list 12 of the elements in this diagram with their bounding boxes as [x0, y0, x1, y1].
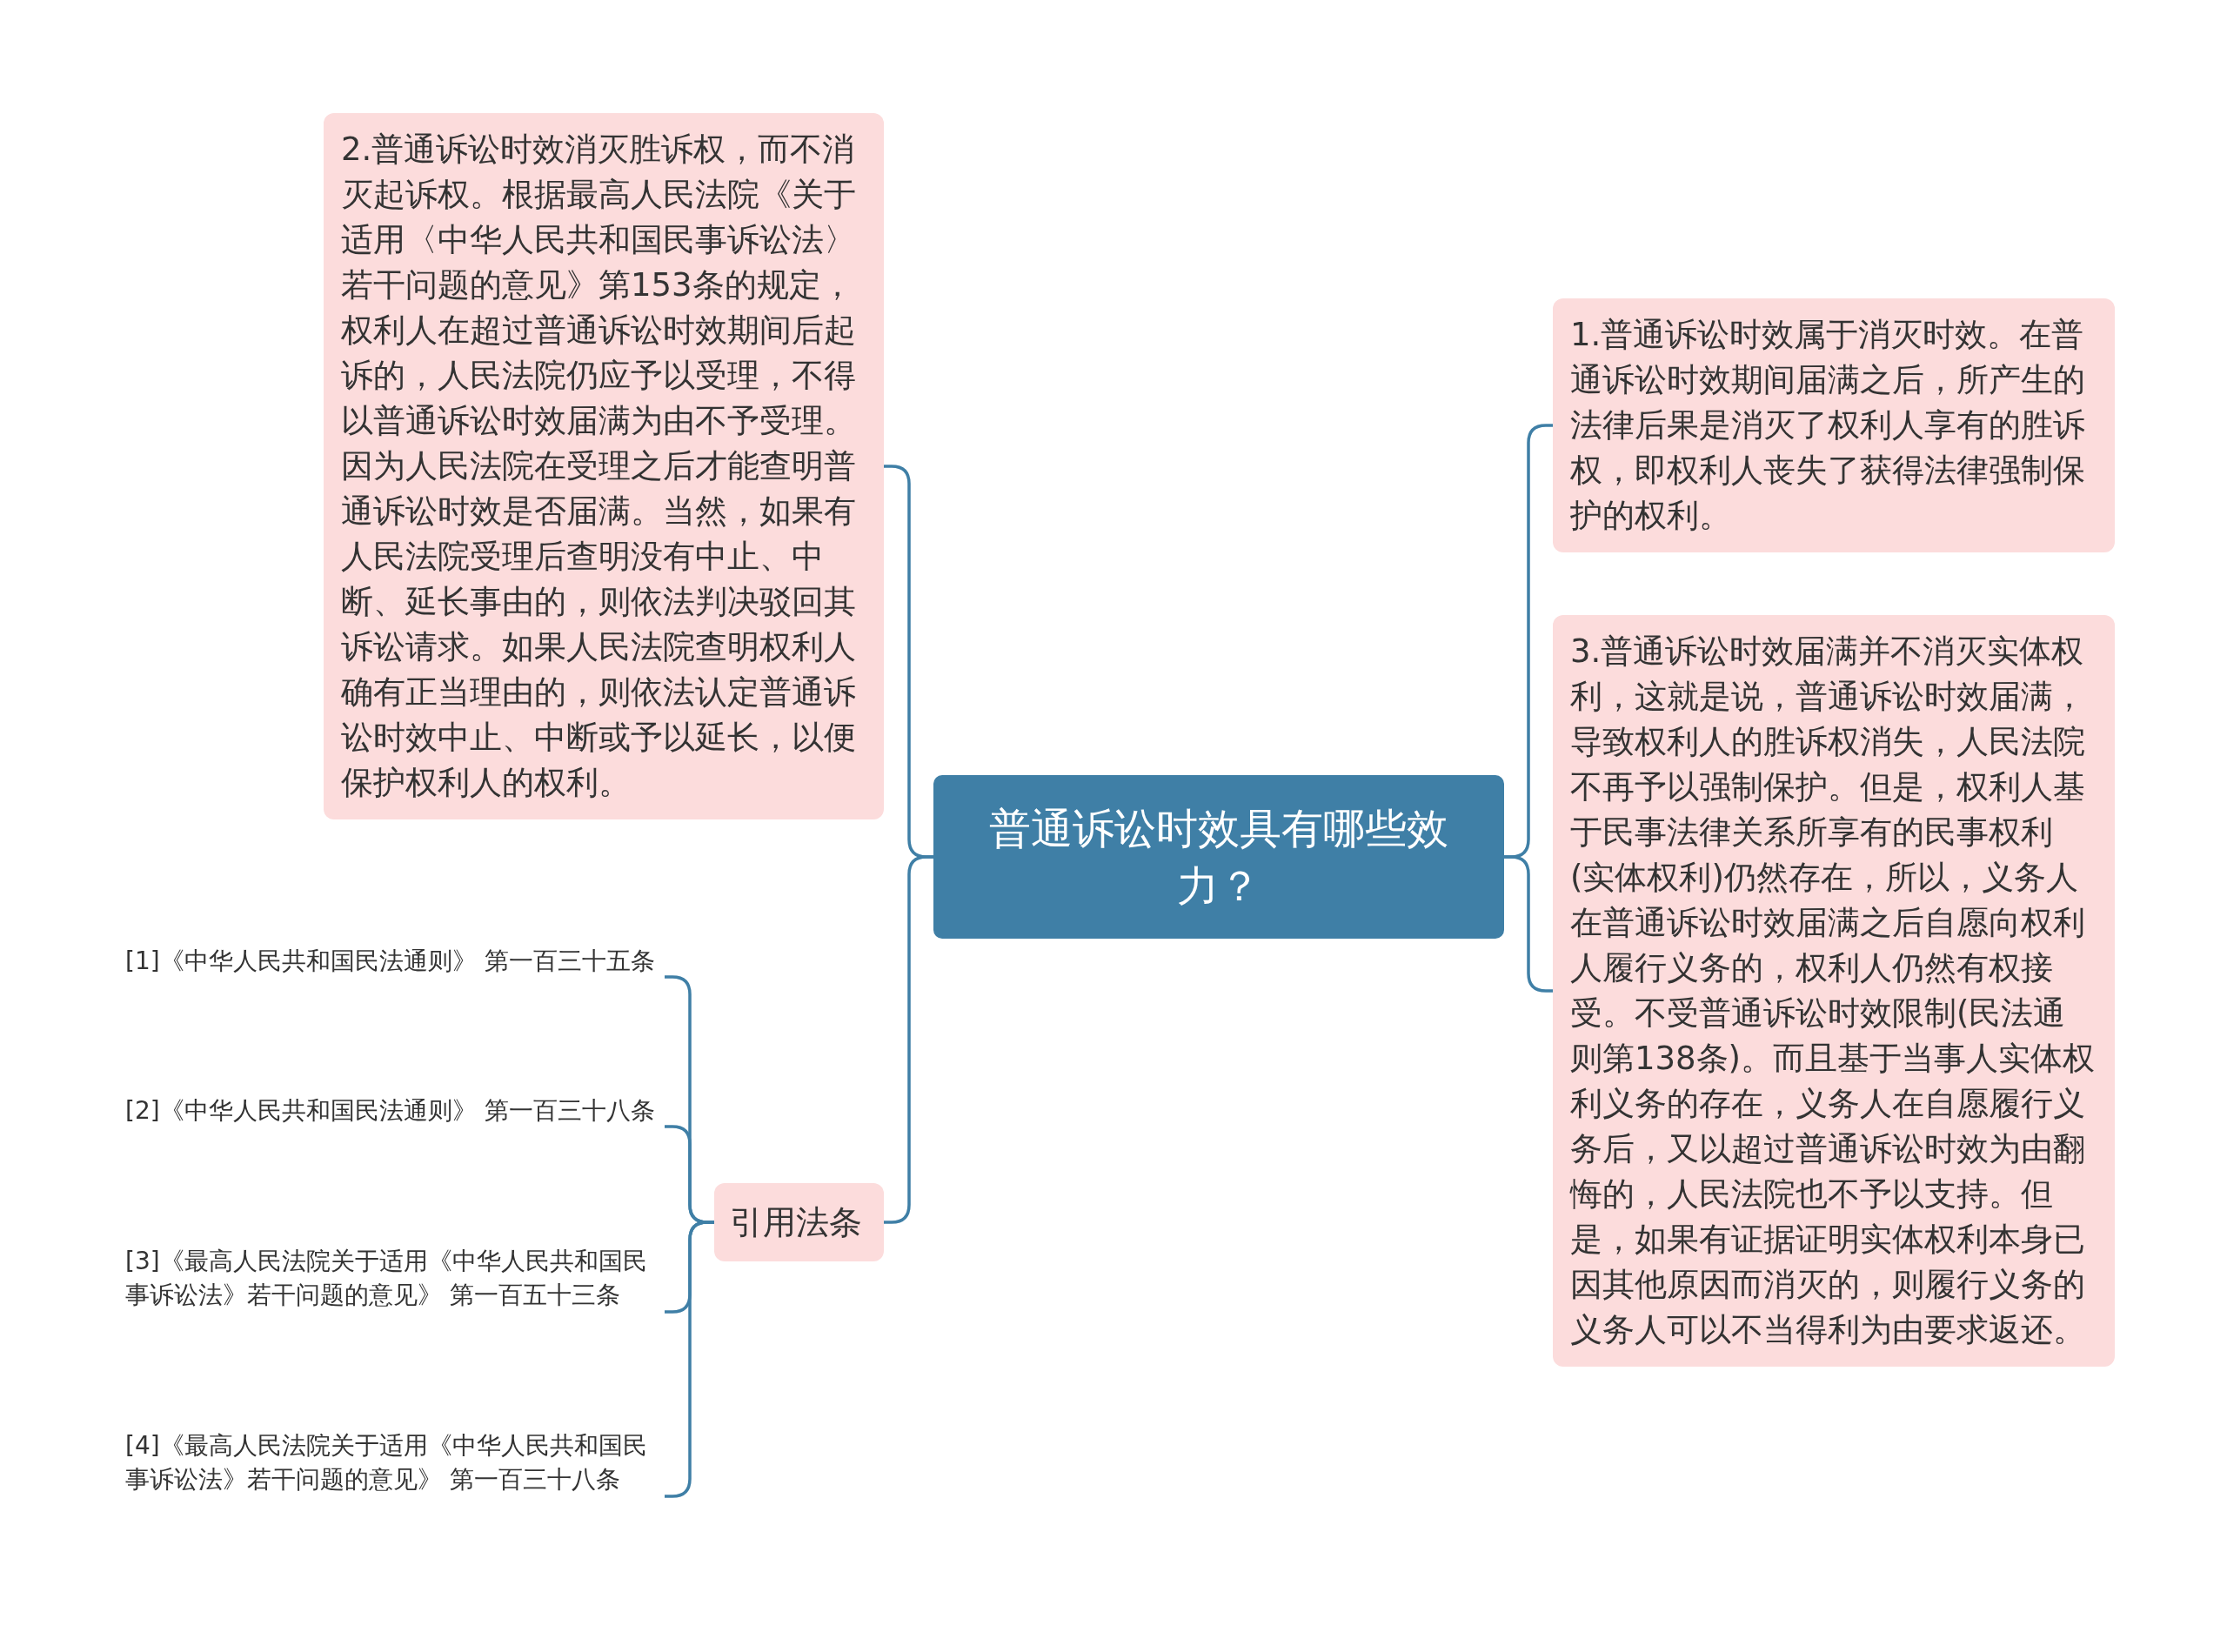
- node-text: 引用法条: [730, 1203, 862, 1241]
- node-text: 3.普通诉讼时效届满并不消灭实体权利，这就是说，普通诉讼时效届满，导致权利人的胜诉权消失，人民法院不再予以强制保护。但是，权利人基于民事法律关系所享有的民事权利(实体权利)仍然存在，所以，义务人在普通诉讼时效届满之后自愿向权利人履行义务的，权利人仍然有权接受。不受普通诉讼时效限制(民法通则第138条)。而且基于当事人实体权利义务的存在，义务人在自愿履行义务后，又以超过普通诉讼时效为由翻悔的，人民法院也不予以支持。但是，如果有证据证明实体权利本身已因其他原因而消灭的，则履行义务的义务人可以不当得利为由要求返还。: [1570, 632, 2096, 1348]
- node-text: 1.普通诉讼时效属于消灭时效。在普通诉讼时效期间届满之后，所产生的法律后果是消灭了权利人享有的胜诉权，即权利人丧失了获得法律强制保护的权利。: [1570, 316, 2085, 534]
- node-text: [2]《中华人民共和国民法通则》 第一百三十八条: [125, 1096, 655, 1125]
- node-text: [1]《中华人民共和国民法通则》 第一百三十五条: [125, 946, 655, 975]
- node-text: [3]《最高人民法院关于适用《中华人民共和国民事诉讼法》若干问题的意见》 第一百五十三条: [125, 1247, 647, 1309]
- text-card: [1553, 298, 2115, 552]
- topic-box: [714, 1183, 884, 1261]
- node-text: 2.普通诉讼时效消灭胜诉权，而不消灭起诉权。根据最高人民法院《关于适用〈中华人民共和国民事诉讼法〉若干问题的意见》第153条的规定，权利人在超过普通诉讼时效期间后起诉的，人民法院仍应予以受理，不得以普通诉讼时效届满为由不予受理。因为人民法院在受理之后才能查明普通诉讼时效是否届满。当然，如果有人民法院受理后查明没有中止、中断、延长事由的，则依法判决驳回其诉讼请求。如果人民法院查明权利人确有正当理由的，则依法认定普通诉讼时效中止、中断或予以延长，以便保护权利人的权利。: [341, 130, 856, 801]
- node-text: 普通诉讼时效具有哪些效力？: [988, 803, 1449, 912]
- topic-box: [933, 775, 1504, 939]
- node-text: [4]《最高人民法院关于适用《中华人民共和国民事诉讼法》若干问题的意见》 第一百三十八条: [125, 1431, 647, 1494]
